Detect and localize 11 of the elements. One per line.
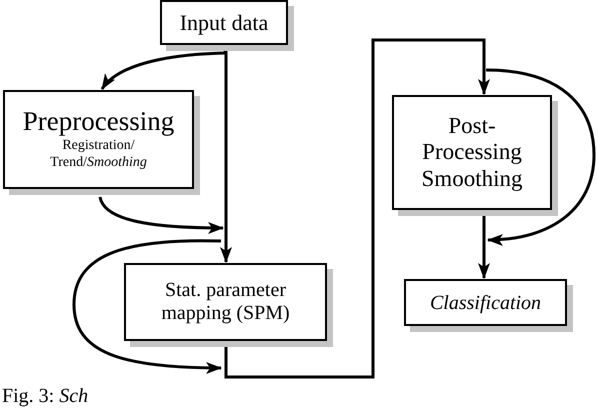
arrow	[224, 38, 490, 378]
box-title: Post- Processing Smoothing	[420, 112, 524, 192]
box-title: Classification	[430, 292, 542, 312]
box-subtitle: Registration/ Trend/Smoothing	[49, 136, 148, 172]
arrow	[98, 196, 224, 234]
box-title: Stat. parameter mapping (SPM)	[160, 279, 291, 325]
figure-caption: Fig. 3: Sch	[2, 386, 88, 406]
box-title: Preprocessing	[22, 107, 174, 137]
arrow	[72, 239, 222, 374]
box-title: Input data	[180, 12, 268, 34]
arrow	[486, 68, 596, 246]
